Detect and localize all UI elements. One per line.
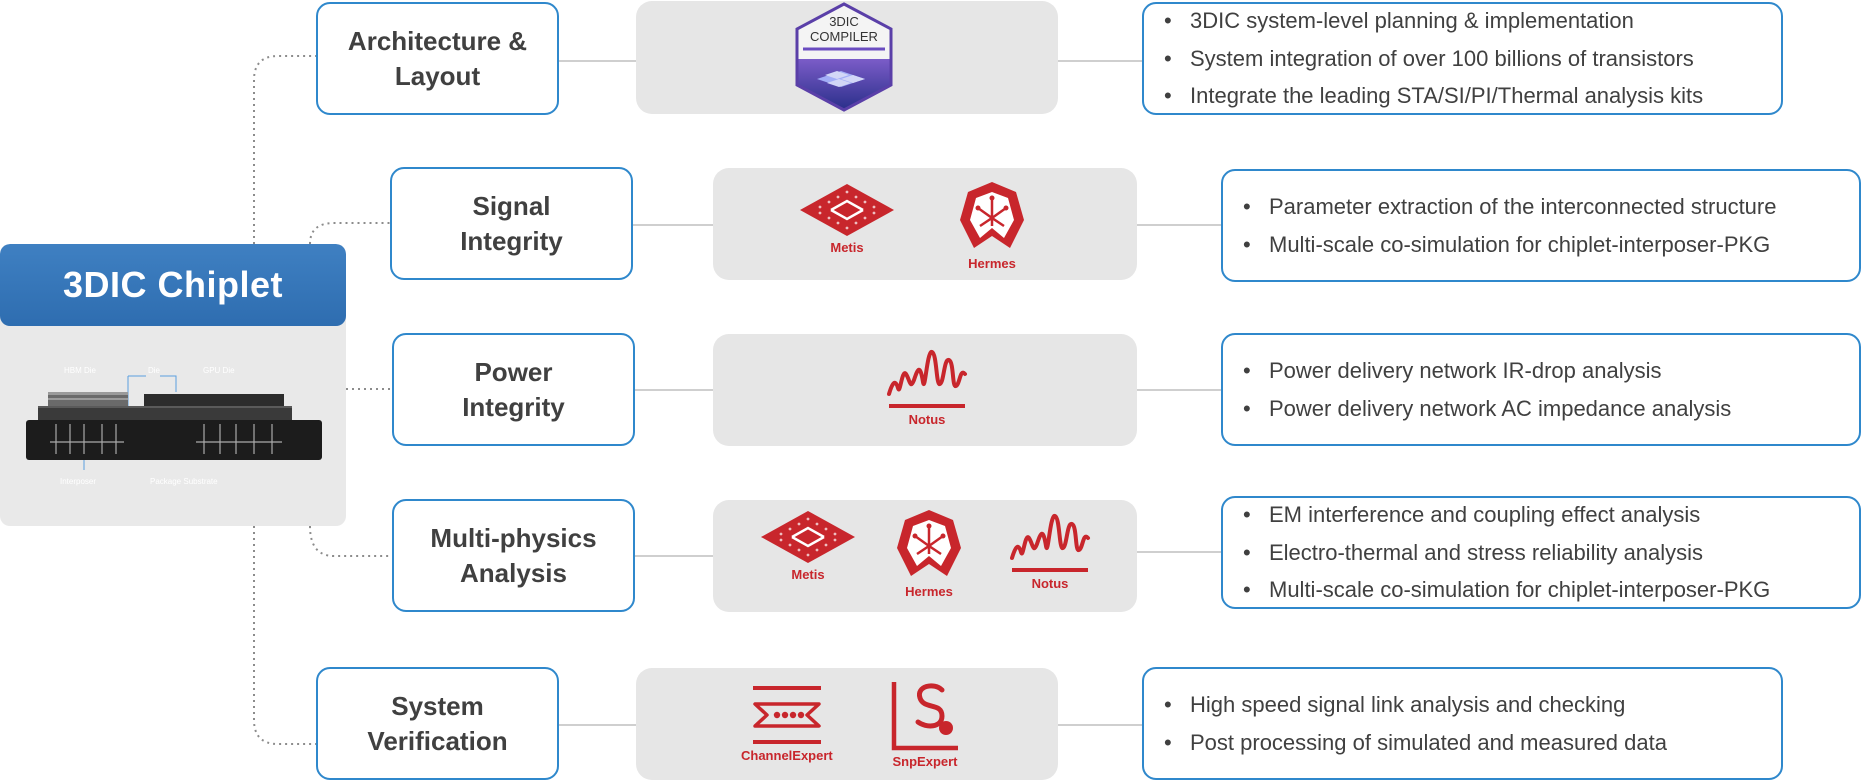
description-box-signal-integrity: •Parameter extraction of the interconnec… xyxy=(1221,169,1861,282)
tool-label: Metis xyxy=(791,567,825,582)
tool-channelexpert: ChannelExpert xyxy=(741,684,833,763)
tool-snpexpert: SnpExpert xyxy=(888,680,962,769)
description-item: •Multi-scale co-simulation for chiplet-i… xyxy=(1243,577,1771,603)
channelexpert-icon xyxy=(752,686,821,744)
category-system-verification: System Verification xyxy=(316,667,559,780)
description-item: •Power delivery network AC impedance ana… xyxy=(1243,395,1732,421)
chiplet-stack-diagram: HBM Die Die GPU Die Interposer Package S… xyxy=(26,366,322,486)
description-box-system-verification: •High speed signal link analysis and che… xyxy=(1142,667,1783,780)
description-item: •Multi-scale co-simulation for chiplet-i… xyxy=(1243,231,1771,257)
tool-label: Metis xyxy=(830,240,864,255)
diagram-label-hbm: HBM Die xyxy=(64,366,97,375)
category-power-integrity: Power Integrity xyxy=(392,333,635,446)
description-item: •3DIC system-level planning & implementa… xyxy=(1164,8,1634,34)
description-item: •Post processing of simulated and measur… xyxy=(1164,729,1667,755)
notus-icon xyxy=(1010,513,1090,572)
tool-label: SnpExpert xyxy=(892,754,958,769)
description-item: •Electro-thermal and stress reliability … xyxy=(1243,539,1704,565)
category-label: Signal Integrity xyxy=(460,190,563,256)
description-item: •Power delivery network IR-drop analysis xyxy=(1243,358,1662,383)
tool-panel-signal-integrity: Metis Hermes xyxy=(713,168,1137,280)
category-multiphysics-analysis: Multi-physics Analysis xyxy=(392,499,635,612)
category-label: Multi-physics Analysis xyxy=(430,522,597,588)
hermes-icon xyxy=(897,510,961,576)
tool-label: Notus xyxy=(908,412,946,427)
description-box-multiphysics: •EM interference and coupling effect ana… xyxy=(1221,496,1861,609)
tool-label: Hermes xyxy=(968,256,1016,271)
tool-hermes: Hermes xyxy=(891,506,967,599)
3dic-compiler-badge-icon: 3DIC COMPILER xyxy=(795,2,893,112)
category-architecture-layout: Architecture & Layout xyxy=(316,2,559,115)
tool-panel-multiphysics: Metis Hermes Notus xyxy=(713,500,1137,612)
root-card: 3DIC Chiplet HBM Die Die GPU Die Interpo… xyxy=(0,244,346,526)
hermes-icon xyxy=(960,182,1024,248)
tool-metis: Metis xyxy=(798,182,896,255)
description-item: •High speed signal link analysis and che… xyxy=(1164,692,1626,717)
tool-label: Notus xyxy=(1031,576,1069,591)
metis-icon xyxy=(800,184,894,236)
metis-icon xyxy=(761,511,855,563)
tool-notus: Notus xyxy=(886,344,968,427)
description-box-architecture: •3DIC system-level planning & implementa… xyxy=(1142,2,1783,115)
category-signal-integrity: Signal Integrity xyxy=(390,167,633,280)
category-label: Power Integrity xyxy=(462,356,565,422)
tool-label: Hermes xyxy=(905,584,953,599)
tool-3dic-compiler: 3DIC COMPILER xyxy=(791,1,897,113)
diagram-label-substrate: Package Substrate xyxy=(150,477,218,486)
notus-icon xyxy=(887,349,967,408)
tool-notus: Notus xyxy=(1009,508,1091,591)
category-label: Architecture & Layout xyxy=(347,25,528,91)
diagram-label-interposer: Interposer xyxy=(60,477,96,486)
description-item: •EM interference and coupling effect ana… xyxy=(1243,502,1701,528)
description-box-power-integrity: •Power delivery network IR-drop analysis… xyxy=(1221,333,1861,446)
tool-panel-system-verification: ChannelExpert SnpExpert xyxy=(636,668,1058,780)
description-item: •System integration of over 100 billions… xyxy=(1164,45,1694,71)
description-item: •Parameter extraction of the interconnec… xyxy=(1243,194,1777,219)
root-title: 3DIC Chiplet xyxy=(62,264,283,305)
snpexpert-icon xyxy=(891,682,958,751)
tool-panel-power-integrity: Notus xyxy=(713,334,1137,446)
diagram-label-gpu: GPU Die xyxy=(203,366,235,375)
svg-text:3DIC: 3DIC xyxy=(829,14,859,29)
tool-panel-architecture: 3DIC COMPILER xyxy=(636,1,1058,114)
description-item: •Integrate the leading STA/SI/PI/Thermal… xyxy=(1164,83,1704,109)
tool-metis: Metis xyxy=(759,509,857,582)
tool-hermes: Hermes xyxy=(954,178,1030,271)
category-label: System Verification xyxy=(367,690,508,756)
diagram-label-die: Die xyxy=(148,366,161,375)
tool-label: ChannelExpert xyxy=(741,748,833,763)
root-header: 3DIC Chiplet xyxy=(0,244,346,326)
svg-text:COMPILER: COMPILER xyxy=(810,29,878,44)
